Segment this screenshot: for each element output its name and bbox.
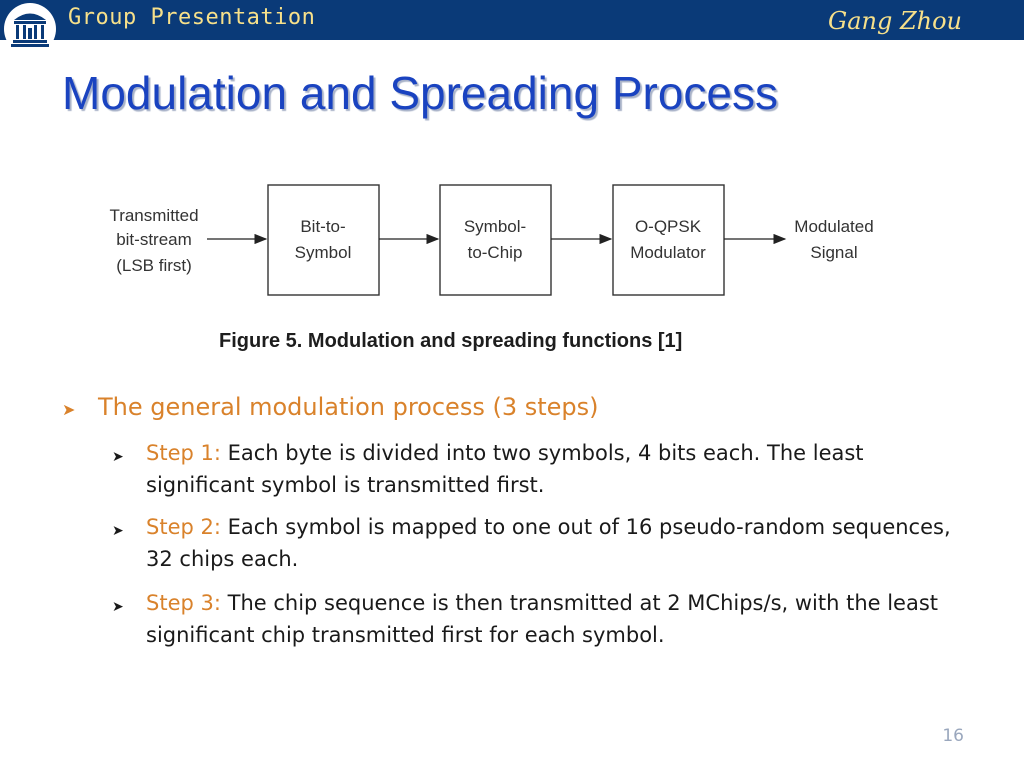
- slide-title: Modulation and Spreading Process: [62, 67, 779, 119]
- step-bullet-2: ➤ Step 2: Each symbol is mapped to one o…: [112, 511, 972, 575]
- figure-caption: Figure 5. Modulation and spreading funct…: [219, 330, 683, 352]
- step-2-label: Step 2:: [146, 515, 221, 539]
- block-3-line-1: O-QPSK: [635, 217, 702, 236]
- block-3-line-2: Modulator: [630, 243, 706, 262]
- page-number: 16: [942, 726, 964, 746]
- output-label-line-2: Signal: [810, 243, 857, 262]
- main-bullet-text: The general modulation process (3 steps): [98, 393, 599, 421]
- bullet-arrow-icon: ➤: [112, 523, 124, 539]
- step-1-text: Each byte is divided into two symbols, 4…: [146, 441, 864, 497]
- university-building-logo-icon: [4, 3, 56, 55]
- input-label-line-1: Transmitted: [109, 206, 198, 225]
- bit-to-symbol-block: [267, 184, 380, 296]
- block-2-line-1: Symbol-: [464, 217, 526, 236]
- symbol-to-chip-block: [439, 184, 552, 296]
- step-3-label: Step 3:: [146, 591, 221, 615]
- block-1-line-2: Symbol: [295, 243, 352, 262]
- step-2-text: Each symbol is mapped to one out of 16 p…: [146, 515, 951, 571]
- oqpsk-modulator-block: [612, 184, 725, 296]
- step-3-text: The chip sequence is then transmitted at…: [146, 591, 939, 647]
- header-bar: Group Presentation Gang Zhou: [0, 0, 1024, 40]
- block-2-line-2: to-Chip: [468, 243, 523, 262]
- bullet-arrow-icon: ➤: [112, 599, 124, 615]
- step-bullet-3: ➤ Step 3: The chip sequence is then tran…: [112, 587, 972, 651]
- header-author: Gang Zhou: [828, 7, 962, 35]
- block-1-line-1: Bit-to-: [300, 217, 345, 236]
- bullet-arrow-icon: ➤: [112, 449, 124, 465]
- step-1-label: Step 1:: [146, 441, 221, 465]
- header-title: Group Presentation: [68, 5, 316, 30]
- block-diagram: Transmitted bit-stream (LSB first) Bit-t…: [109, 184, 874, 296]
- step-bullet-1: ➤ Step 1: Each byte is divided into two …: [112, 437, 972, 501]
- input-label-line-3: (LSB first): [116, 256, 192, 275]
- output-label-line-1: Modulated: [794, 217, 873, 236]
- bullet-arrow-icon: ➤: [62, 400, 76, 419]
- input-label-line-2: bit-stream: [116, 230, 192, 249]
